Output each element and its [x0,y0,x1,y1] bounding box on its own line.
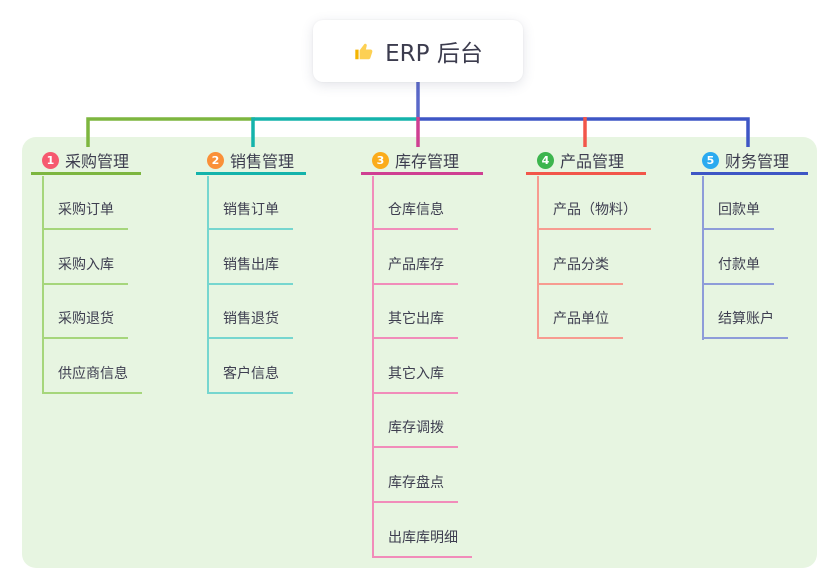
child-node[interactable]: 产品单位 [537,307,623,339]
child-node[interactable]: 仓库信息 [372,198,458,230]
child-node[interactable]: 其它出库 [372,307,458,339]
child-node[interactable]: 采购退货 [42,307,128,339]
child-node[interactable]: 库存调拨 [372,416,458,448]
child-node[interactable]: 销售退货 [207,307,293,339]
child-node[interactable]: 产品库存 [372,253,458,285]
child-node[interactable]: 产品分类 [537,253,623,285]
branch-header-product[interactable]: 4 产品管理 [526,148,646,175]
badge-5: 5 [702,151,719,169]
child-node[interactable]: 结算账户 [702,307,788,339]
mindmap-panel [22,137,817,568]
child-node[interactable]: 付款单 [702,253,774,285]
root-node[interactable]: ERP 后台 [313,20,523,82]
badge-3: 3 [372,151,389,169]
branch-header-finance[interactable]: 5 财务管理 [691,148,808,175]
child-node[interactable]: 出库库明细 [372,526,472,558]
branch-label: 财务管理 [725,152,790,171]
child-node[interactable]: 产品（物料） [537,198,651,230]
child-node[interactable]: 供应商信息 [42,362,142,394]
badge-4: 4 [537,151,554,169]
branch-header-sales[interactable]: 2 销售管理 [196,148,306,175]
child-node[interactable]: 其它入库 [372,362,458,394]
child-node[interactable]: 采购订单 [42,198,128,230]
badge-1: 1 [42,151,59,169]
branch-label: 销售管理 [230,152,295,171]
root-label: ERP 后台 [385,41,483,67]
child-node[interactable]: 销售订单 [207,198,293,230]
thumbs-up-icon [355,43,373,60]
branch-label: 产品管理 [560,152,625,171]
badge-2: 2 [207,151,224,169]
child-node[interactable]: 回款单 [702,198,774,230]
child-node[interactable]: 销售出库 [207,253,293,285]
child-node[interactable]: 客户信息 [207,362,293,394]
child-node[interactable]: 采购入库 [42,253,128,285]
branch-header-inventory[interactable]: 3 库存管理 [361,148,483,175]
branch-label: 库存管理 [395,152,460,171]
child-node[interactable]: 库存盘点 [372,471,458,503]
branch-header-purchase[interactable]: 1 采购管理 [31,148,141,175]
branch-label: 采购管理 [65,152,130,171]
